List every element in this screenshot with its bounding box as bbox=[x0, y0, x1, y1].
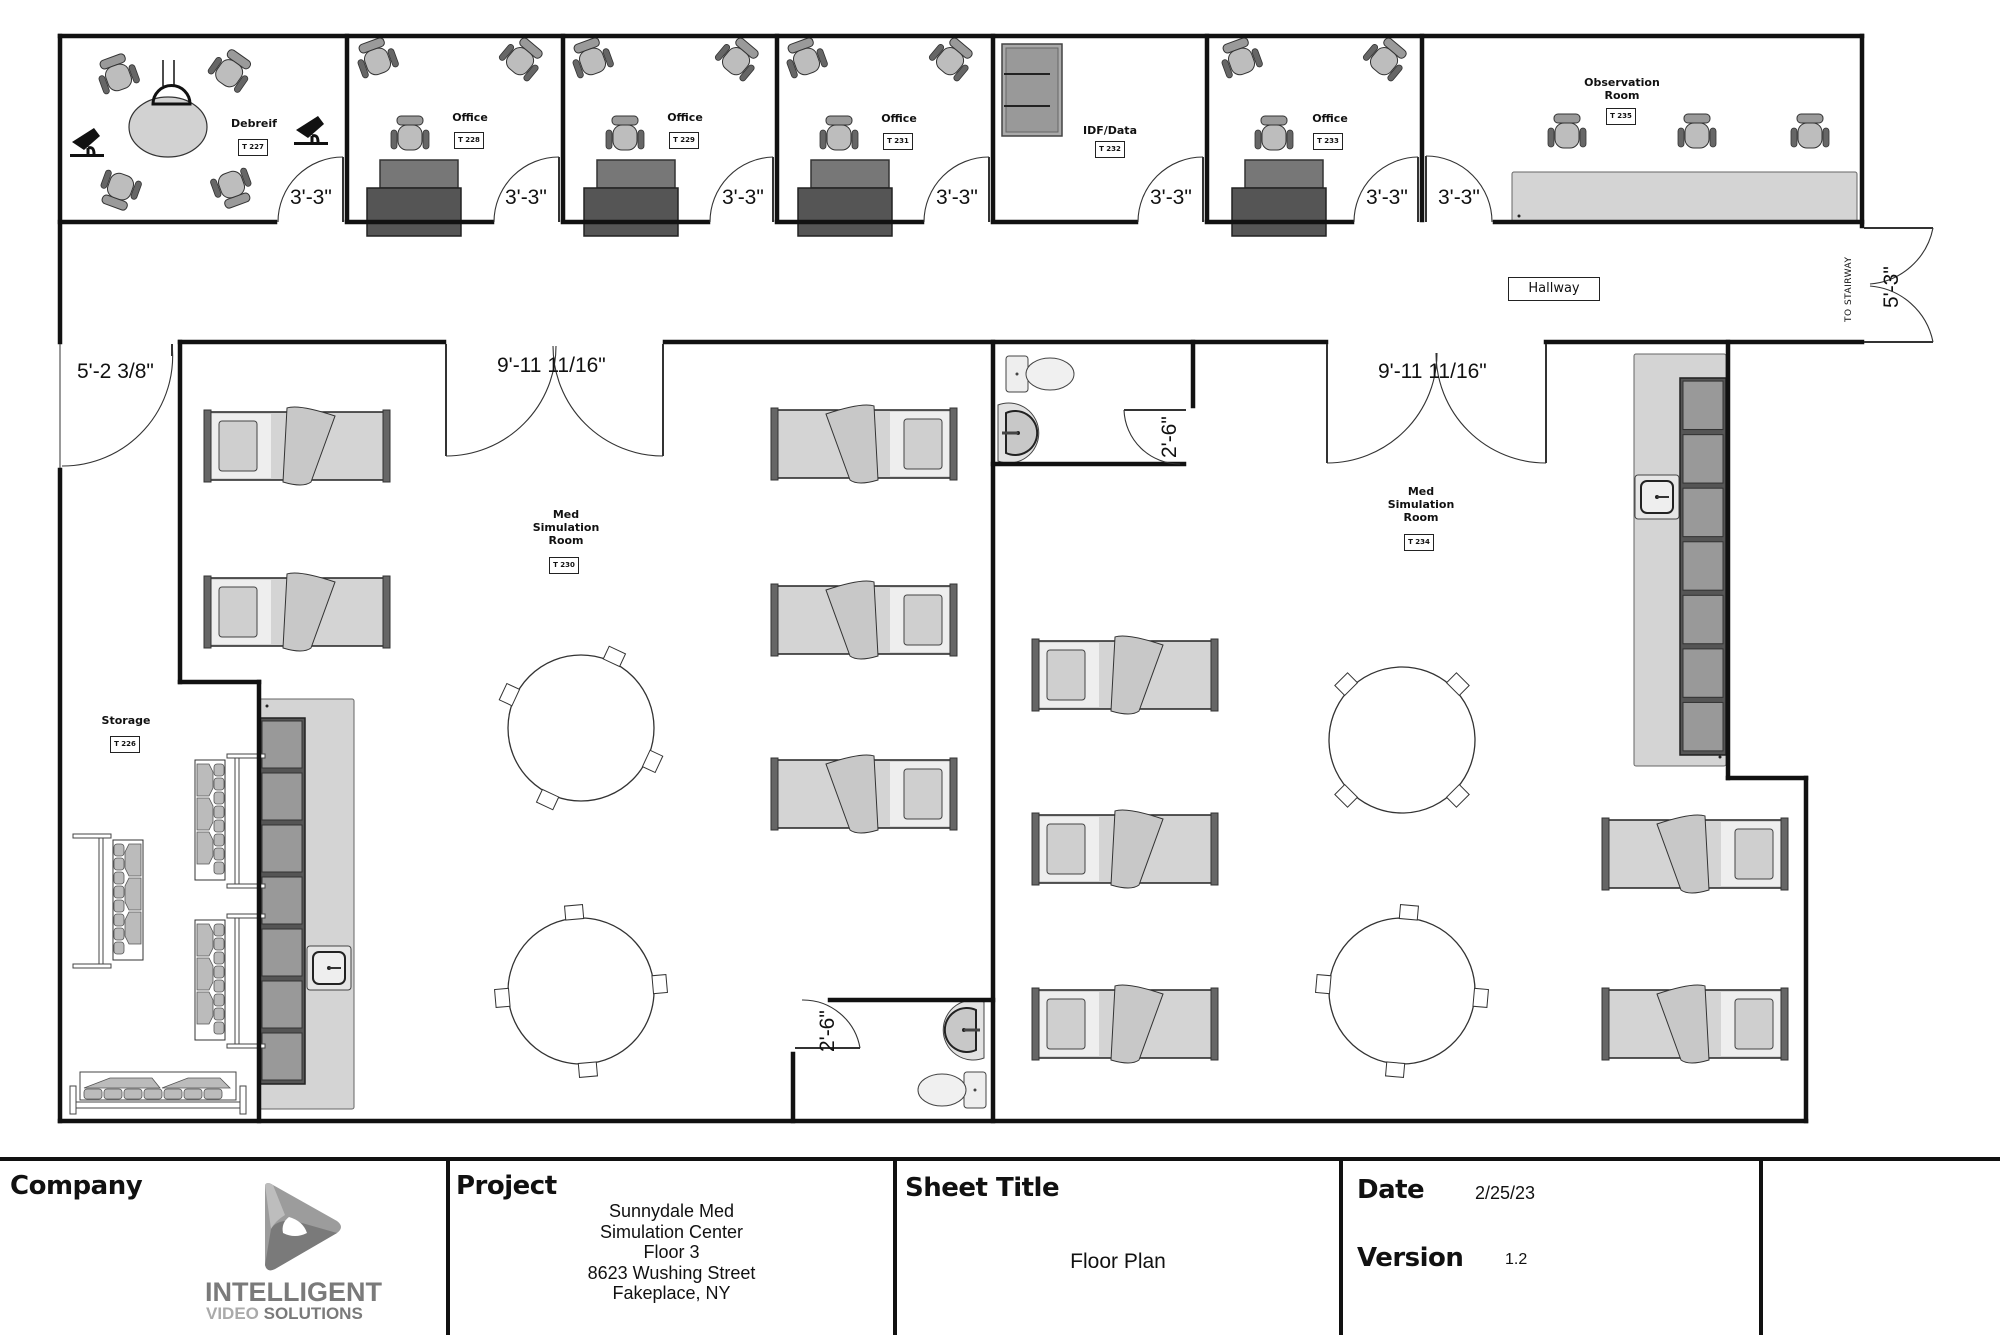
title-block: Company INTELLIGENT VIDEO SOLUTIONS Proj… bbox=[0, 1157, 2000, 1335]
sheet-title-cell: Sheet Title Floor Plan bbox=[897, 1161, 1343, 1335]
company-cell: Company INTELLIGENT VIDEO SOLUTIONS bbox=[0, 1161, 450, 1335]
sheet-title-heading: Sheet Title bbox=[905, 1173, 1060, 1203]
dimension-label: 9'-11 11/16" bbox=[497, 354, 606, 377]
dimension-label: 3'-3" bbox=[505, 186, 547, 209]
version-heading: Version bbox=[1357, 1243, 1464, 1273]
bathroom-lower-fixtures bbox=[917, 998, 987, 1109]
walls bbox=[57, 33, 1865, 1124]
room-tag: T 233 bbox=[1313, 133, 1343, 150]
blank-cell bbox=[1763, 1161, 2000, 1335]
project-heading: Project bbox=[456, 1171, 557, 1201]
dimension-label: 3'-3" bbox=[290, 186, 332, 209]
camera-icon bbox=[68, 126, 106, 159]
camera-icon bbox=[292, 114, 330, 147]
room-name: Med Simulation Room bbox=[1387, 485, 1455, 524]
room-tag: T 234 bbox=[1404, 534, 1434, 551]
room-tag: T 226 bbox=[110, 736, 140, 753]
version-value: 1.2 bbox=[1505, 1251, 1528, 1268]
doors bbox=[59, 155, 1934, 1049]
room-name: Storage bbox=[101, 714, 151, 727]
bathroom-upper-fixtures bbox=[996, 355, 1075, 465]
company-logo-text: INTELLIGENT bbox=[205, 1277, 382, 1307]
room-tag: T 232 bbox=[1095, 141, 1125, 158]
room-tag: T 227 bbox=[238, 139, 268, 156]
hallway-label: Hallway bbox=[1508, 277, 1600, 301]
room-tag: T 228 bbox=[454, 132, 484, 149]
project-cell: Project Sunnydale Med Simulation Center … bbox=[450, 1161, 897, 1335]
room-name: Office bbox=[1312, 112, 1348, 125]
room-name: Office bbox=[452, 111, 488, 124]
sheet-title-value: Floor Plan bbox=[1070, 1250, 1166, 1273]
room-tag: T 229 bbox=[669, 132, 699, 149]
date-version-cell: Date 2/25/23 Version 1.2 bbox=[1343, 1161, 1763, 1335]
floor-plan bbox=[57, 31, 1934, 1124]
project-address: Sunnydale Med Simulation Center Floor 3 … bbox=[587, 1201, 756, 1303]
date-heading: Date bbox=[1357, 1175, 1425, 1205]
room-tag: T 230 bbox=[549, 557, 579, 574]
dimension-label: 3'-3" bbox=[1150, 186, 1192, 209]
dimension-label: 3'-3" bbox=[1366, 186, 1408, 209]
company-logo-icon bbox=[265, 1183, 341, 1271]
debrief-furniture bbox=[68, 44, 330, 214]
storage-furniture bbox=[69, 698, 355, 1115]
dimension-label: 3'-3" bbox=[936, 186, 978, 209]
room-name: Office bbox=[667, 111, 703, 124]
idf-rack bbox=[1001, 43, 1063, 137]
dimension-label: 3'-3" bbox=[1438, 186, 1480, 209]
room-tag: T 235 bbox=[1606, 108, 1636, 125]
room-name: Debreif bbox=[231, 117, 277, 130]
dimension-label: 5'-3" bbox=[1880, 266, 1903, 308]
dimension-label: 2'-6" bbox=[816, 1010, 839, 1052]
observation-furniture bbox=[1511, 113, 1858, 223]
dimension-label: 5'-2 3/8" bbox=[77, 360, 154, 383]
room-name: IDF/Data bbox=[1083, 124, 1137, 137]
stairway-label: TO STAIRWAY bbox=[1844, 256, 1854, 322]
room-tag: T 231 bbox=[883, 133, 913, 150]
dimension-label: 2'-6" bbox=[1158, 416, 1181, 458]
company-heading: Company bbox=[10, 1171, 143, 1201]
room-name: Office bbox=[881, 112, 917, 125]
dimension-label: 3'-3" bbox=[722, 186, 764, 209]
company-logo-subtext: VIDEO SOLUTIONS bbox=[206, 1304, 363, 1323]
room-name: Med Simulation Room bbox=[532, 508, 600, 547]
room-name: Observation Room bbox=[1584, 76, 1660, 102]
dimension-label: 9'-11 11/16" bbox=[1378, 360, 1487, 383]
date-value: 2/25/23 bbox=[1475, 1183, 1536, 1203]
